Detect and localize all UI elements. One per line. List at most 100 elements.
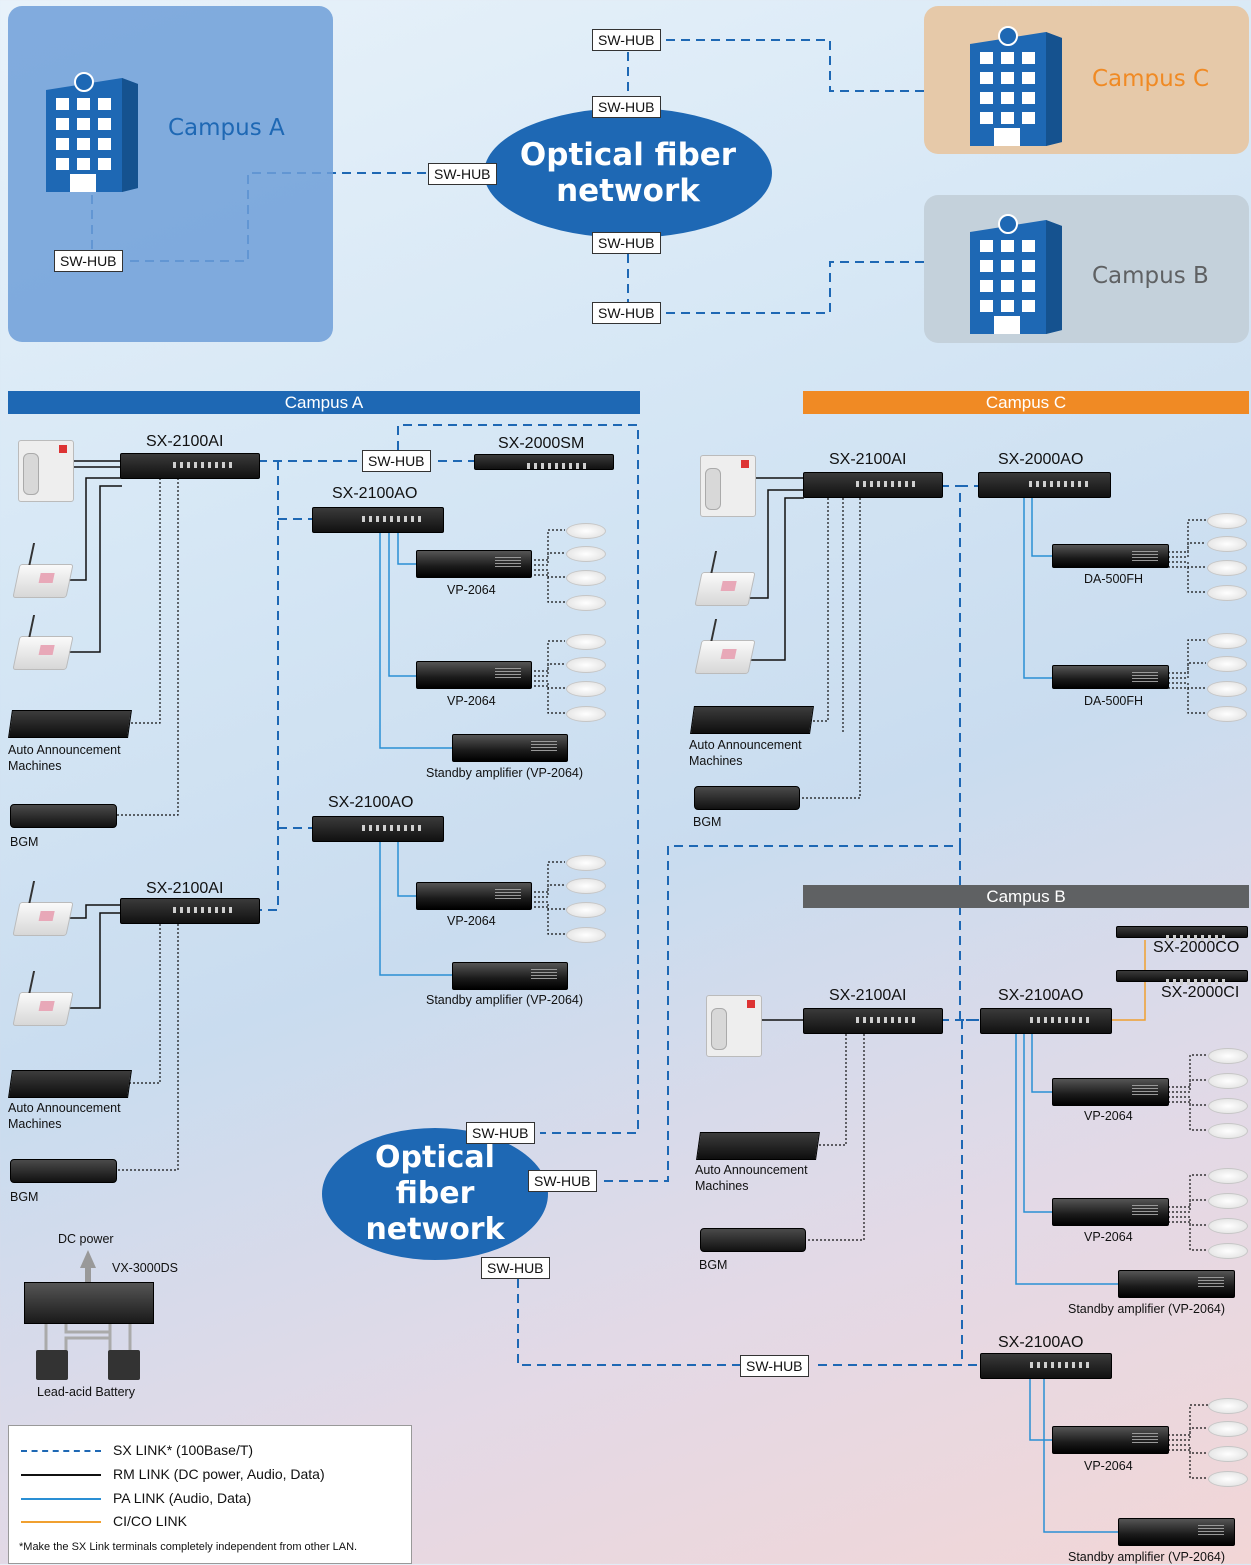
- sw-hub: SW-HUB: [466, 1122, 535, 1144]
- vp2064-amplifier: [1052, 1078, 1169, 1106]
- ceiling-speaker: [566, 634, 606, 650]
- bgm-label: BGM: [693, 815, 722, 829]
- remote-microphone: [694, 640, 756, 674]
- emergency-phone-unit: [18, 440, 74, 502]
- dc-power-arrow: [80, 1250, 96, 1282]
- ceiling-speaker: [1208, 1398, 1248, 1414]
- sx2100ai-label: SX-2100AI: [829, 451, 907, 468]
- building-icon: [970, 26, 1062, 146]
- ceiling-speaker: [1208, 1168, 1248, 1184]
- ceiling-speaker: [566, 523, 606, 539]
- standby-label: Standby amplifier (VP-2064): [1068, 1550, 1226, 1564]
- bgm-label: BGM: [699, 1258, 728, 1272]
- da500fh-label: DA-500FH: [1084, 572, 1144, 586]
- ceiling-speaker: [1207, 536, 1247, 552]
- ceiling-speaker: [566, 595, 606, 611]
- ceiling-speaker: [566, 902, 606, 918]
- ceiling-speaker: [1208, 1471, 1248, 1487]
- ceiling-speaker: [1208, 1421, 1248, 1437]
- sx2100ai-label: SX-2100AI: [146, 880, 224, 897]
- ceiling-speaker: [566, 855, 606, 871]
- da500fh-label: DA-500FH: [1084, 694, 1144, 708]
- campus-b-bar: Campus B: [803, 885, 1249, 908]
- sw-hub: SW-HUB: [592, 302, 661, 324]
- ceiling-speaker: [1207, 585, 1247, 601]
- ceiling-speaker: [1207, 681, 1247, 697]
- ceiling-speaker: [1208, 1048, 1248, 1064]
- sx2100ao-label: SX-2100AO: [998, 1334, 1084, 1351]
- sx2000co-label: SX-2000CO: [1153, 939, 1240, 956]
- ceiling-speaker: [1207, 656, 1247, 672]
- sw-hub: SW-HUB: [428, 163, 497, 185]
- legend-note: *Make the SX Link terminals completely i…: [19, 1541, 358, 1553]
- bgm-player: [694, 786, 800, 810]
- remote-microphone: [12, 564, 74, 598]
- sx2100ai-unit: [120, 453, 260, 479]
- sx2000co-unit: [1116, 926, 1248, 941]
- sx2100ai-unit: [803, 472, 943, 498]
- sx2000ao-label: SX-2000AO: [998, 451, 1084, 468]
- ceiling-speaker: [1207, 633, 1247, 649]
- bgm-player: [700, 1228, 806, 1252]
- vp2064-amplifier: [416, 550, 532, 578]
- ceiling-speaker: [1208, 1098, 1248, 1114]
- sx2100ao-unit: [312, 507, 444, 533]
- vx3000ds-label: VX-3000DS: [112, 1261, 179, 1275]
- da500fh-amplifier: [1052, 665, 1169, 689]
- campus-c-title: Campus C: [1092, 66, 1210, 92]
- vp2064-amplifier: [1052, 1426, 1169, 1454]
- ceiling-speaker: [566, 706, 606, 722]
- bgm-player: [10, 1159, 117, 1183]
- emergency-phone-unit: [700, 455, 756, 517]
- vp2064-amplifier: [1052, 1198, 1169, 1226]
- sx2100ai-unit: [120, 898, 260, 924]
- battery: [108, 1350, 140, 1380]
- sx2000ci-unit: [1116, 970, 1248, 985]
- standby-label: Standby amplifier (VP-2064): [426, 766, 584, 780]
- ceiling-speaker: [1207, 513, 1247, 529]
- battery: [36, 1350, 68, 1380]
- auto-announcement-machine: [690, 706, 814, 734]
- auto-announcement-machine: [696, 1132, 820, 1160]
- vp2064-amplifier: [416, 661, 532, 689]
- campus-a-title: Campus A: [168, 115, 285, 141]
- sx2100ai-label: SX-2100AI: [146, 433, 224, 450]
- ceiling-speaker: [566, 878, 606, 894]
- standby-amplifier: [452, 734, 568, 762]
- battery-label: Lead-acid Battery: [37, 1385, 135, 1399]
- sx2000sm-unit: [474, 454, 614, 470]
- sx2000ao-unit: [978, 472, 1111, 498]
- auto-announcement-machine: [8, 710, 132, 738]
- building-icon: [46, 72, 138, 192]
- vp2064-label: VP-2064: [447, 694, 496, 708]
- fiber-line1: Optical fiber: [519, 137, 737, 173]
- vp2064-label: VP-2064: [447, 583, 496, 597]
- vp2064-amplifier: [416, 882, 532, 910]
- sx2100ao-unit: [980, 1353, 1112, 1379]
- bgm-label: BGM: [10, 1190, 39, 1204]
- remote-microphone: [12, 902, 74, 936]
- campus-c-bar: Campus C: [803, 391, 1249, 414]
- sw-hub: SW-HUB: [362, 450, 431, 472]
- vp2064-label: VP-2064: [447, 914, 496, 928]
- ceiling-speaker: [1208, 1218, 1248, 1234]
- ceiling-speaker: [566, 657, 606, 673]
- standby-amplifier: [452, 962, 568, 990]
- ceiling-speaker: [1208, 1123, 1248, 1139]
- sx2000sm-label: SX-2000SM: [498, 435, 585, 452]
- fiber2-line1: Optical: [375, 1140, 495, 1175]
- legend: SX LINK* (100Base/T) RM LINK (DC power, …: [8, 1425, 412, 1564]
- sw-hub: SW-HUB: [54, 250, 123, 272]
- standby-label: Standby amplifier (VP-2064): [426, 993, 584, 1007]
- building-icon: [970, 214, 1062, 334]
- ceiling-speaker: [1208, 1193, 1248, 1209]
- sx2000ci-label: SX-2000CI: [1161, 984, 1240, 1001]
- vp2064-label: VP-2064: [1084, 1459, 1133, 1473]
- sw-hub: SW-HUB: [528, 1170, 597, 1192]
- sx2100ao-label: SX-2100AO: [328, 794, 414, 811]
